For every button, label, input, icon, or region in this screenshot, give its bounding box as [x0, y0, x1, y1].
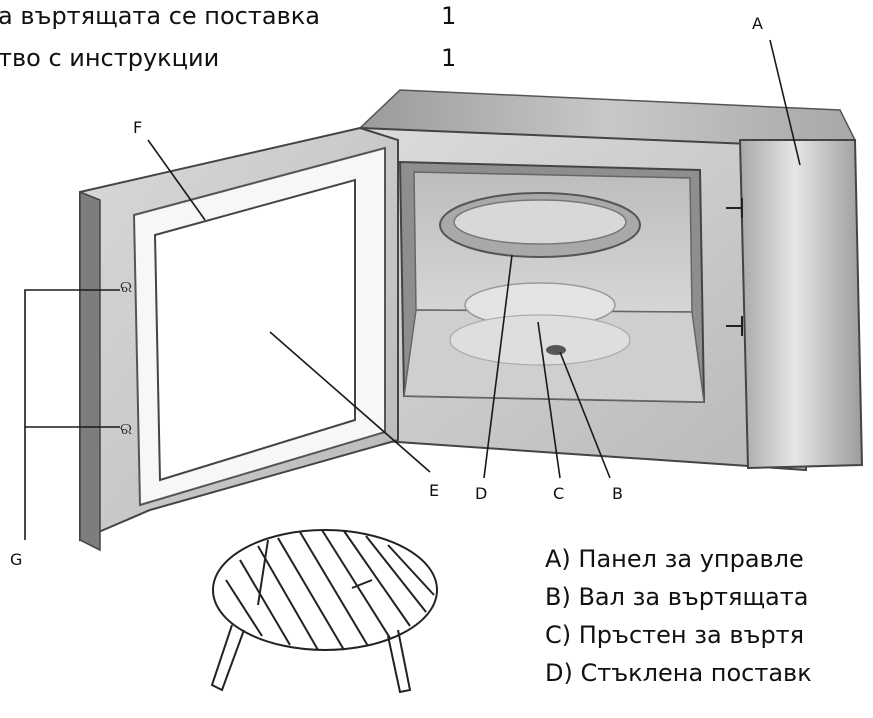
- leader-E: [269, 331, 431, 473]
- door: ର ର: [79, 126, 399, 552]
- grill-rack: [210, 529, 438, 694]
- door-hook-lower-icon: ର: [120, 419, 132, 438]
- leader-C: [537, 321, 561, 479]
- control-panel: [738, 139, 864, 470]
- label-F: F: [133, 118, 143, 137]
- glass-tray-inner: [453, 199, 627, 245]
- parts-list-item-2: тво с инструкции: [0, 44, 220, 72]
- legend-item-D: D) Стъклена поставк: [545, 659, 812, 687]
- label-C: C: [553, 484, 565, 503]
- parts-list-qty-2: 1: [441, 44, 457, 72]
- parts-list-qty-1: 1: [441, 2, 457, 30]
- door-edge: [79, 190, 101, 552]
- grill-bar: [225, 579, 263, 637]
- leader-A: [769, 39, 801, 166]
- label-G: G: [10, 550, 23, 569]
- grill-leg-left: [210, 624, 245, 692]
- label-D: D: [475, 484, 488, 503]
- grill-hook: [351, 579, 373, 589]
- grill-bar: [321, 529, 391, 639]
- leader-F: [147, 139, 206, 221]
- legend-item-B: B) Вал за въртящата: [545, 583, 809, 611]
- grill-hook: [257, 539, 269, 606]
- door-window: [153, 178, 356, 482]
- grill-leg-right: [387, 629, 412, 694]
- grill-rack-rim: [212, 529, 438, 651]
- grill-bar: [343, 530, 411, 627]
- leader-B: [559, 351, 611, 479]
- door-latch-lower: [726, 316, 743, 336]
- legend-item-A: A) Панел за управле: [545, 545, 804, 573]
- door-latch-upper: [726, 198, 743, 218]
- door-hook-upper-icon: ର: [120, 277, 132, 296]
- grill-bar: [387, 544, 435, 596]
- leader-lines: [24, 39, 801, 540]
- microwave-body: [358, 89, 864, 472]
- leader-G-upper: [24, 289, 120, 540]
- label-A: A: [752, 14, 763, 33]
- legend-item-C: C) Пръстен за въртя: [545, 621, 805, 649]
- grill-bar: [277, 537, 345, 651]
- turntable-shaft: [546, 345, 566, 355]
- grill-bar: [299, 531, 369, 647]
- grill-bar: [257, 545, 319, 651]
- leader-D: [483, 254, 513, 479]
- label-B: B: [612, 484, 623, 503]
- label-E: E: [429, 481, 440, 500]
- grill-bar: [365, 535, 427, 613]
- grill-bar: [239, 559, 291, 646]
- parts-list-item-1: а въртящата се поставка: [0, 2, 320, 30]
